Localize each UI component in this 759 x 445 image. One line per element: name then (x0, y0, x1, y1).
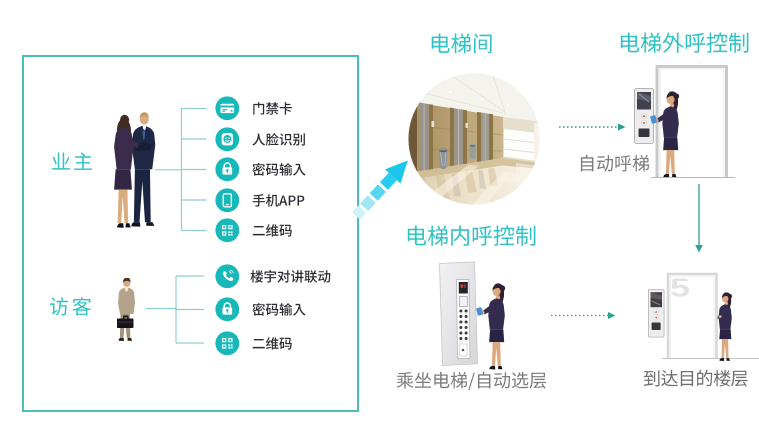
svg-text:5: 5 (670, 278, 690, 299)
